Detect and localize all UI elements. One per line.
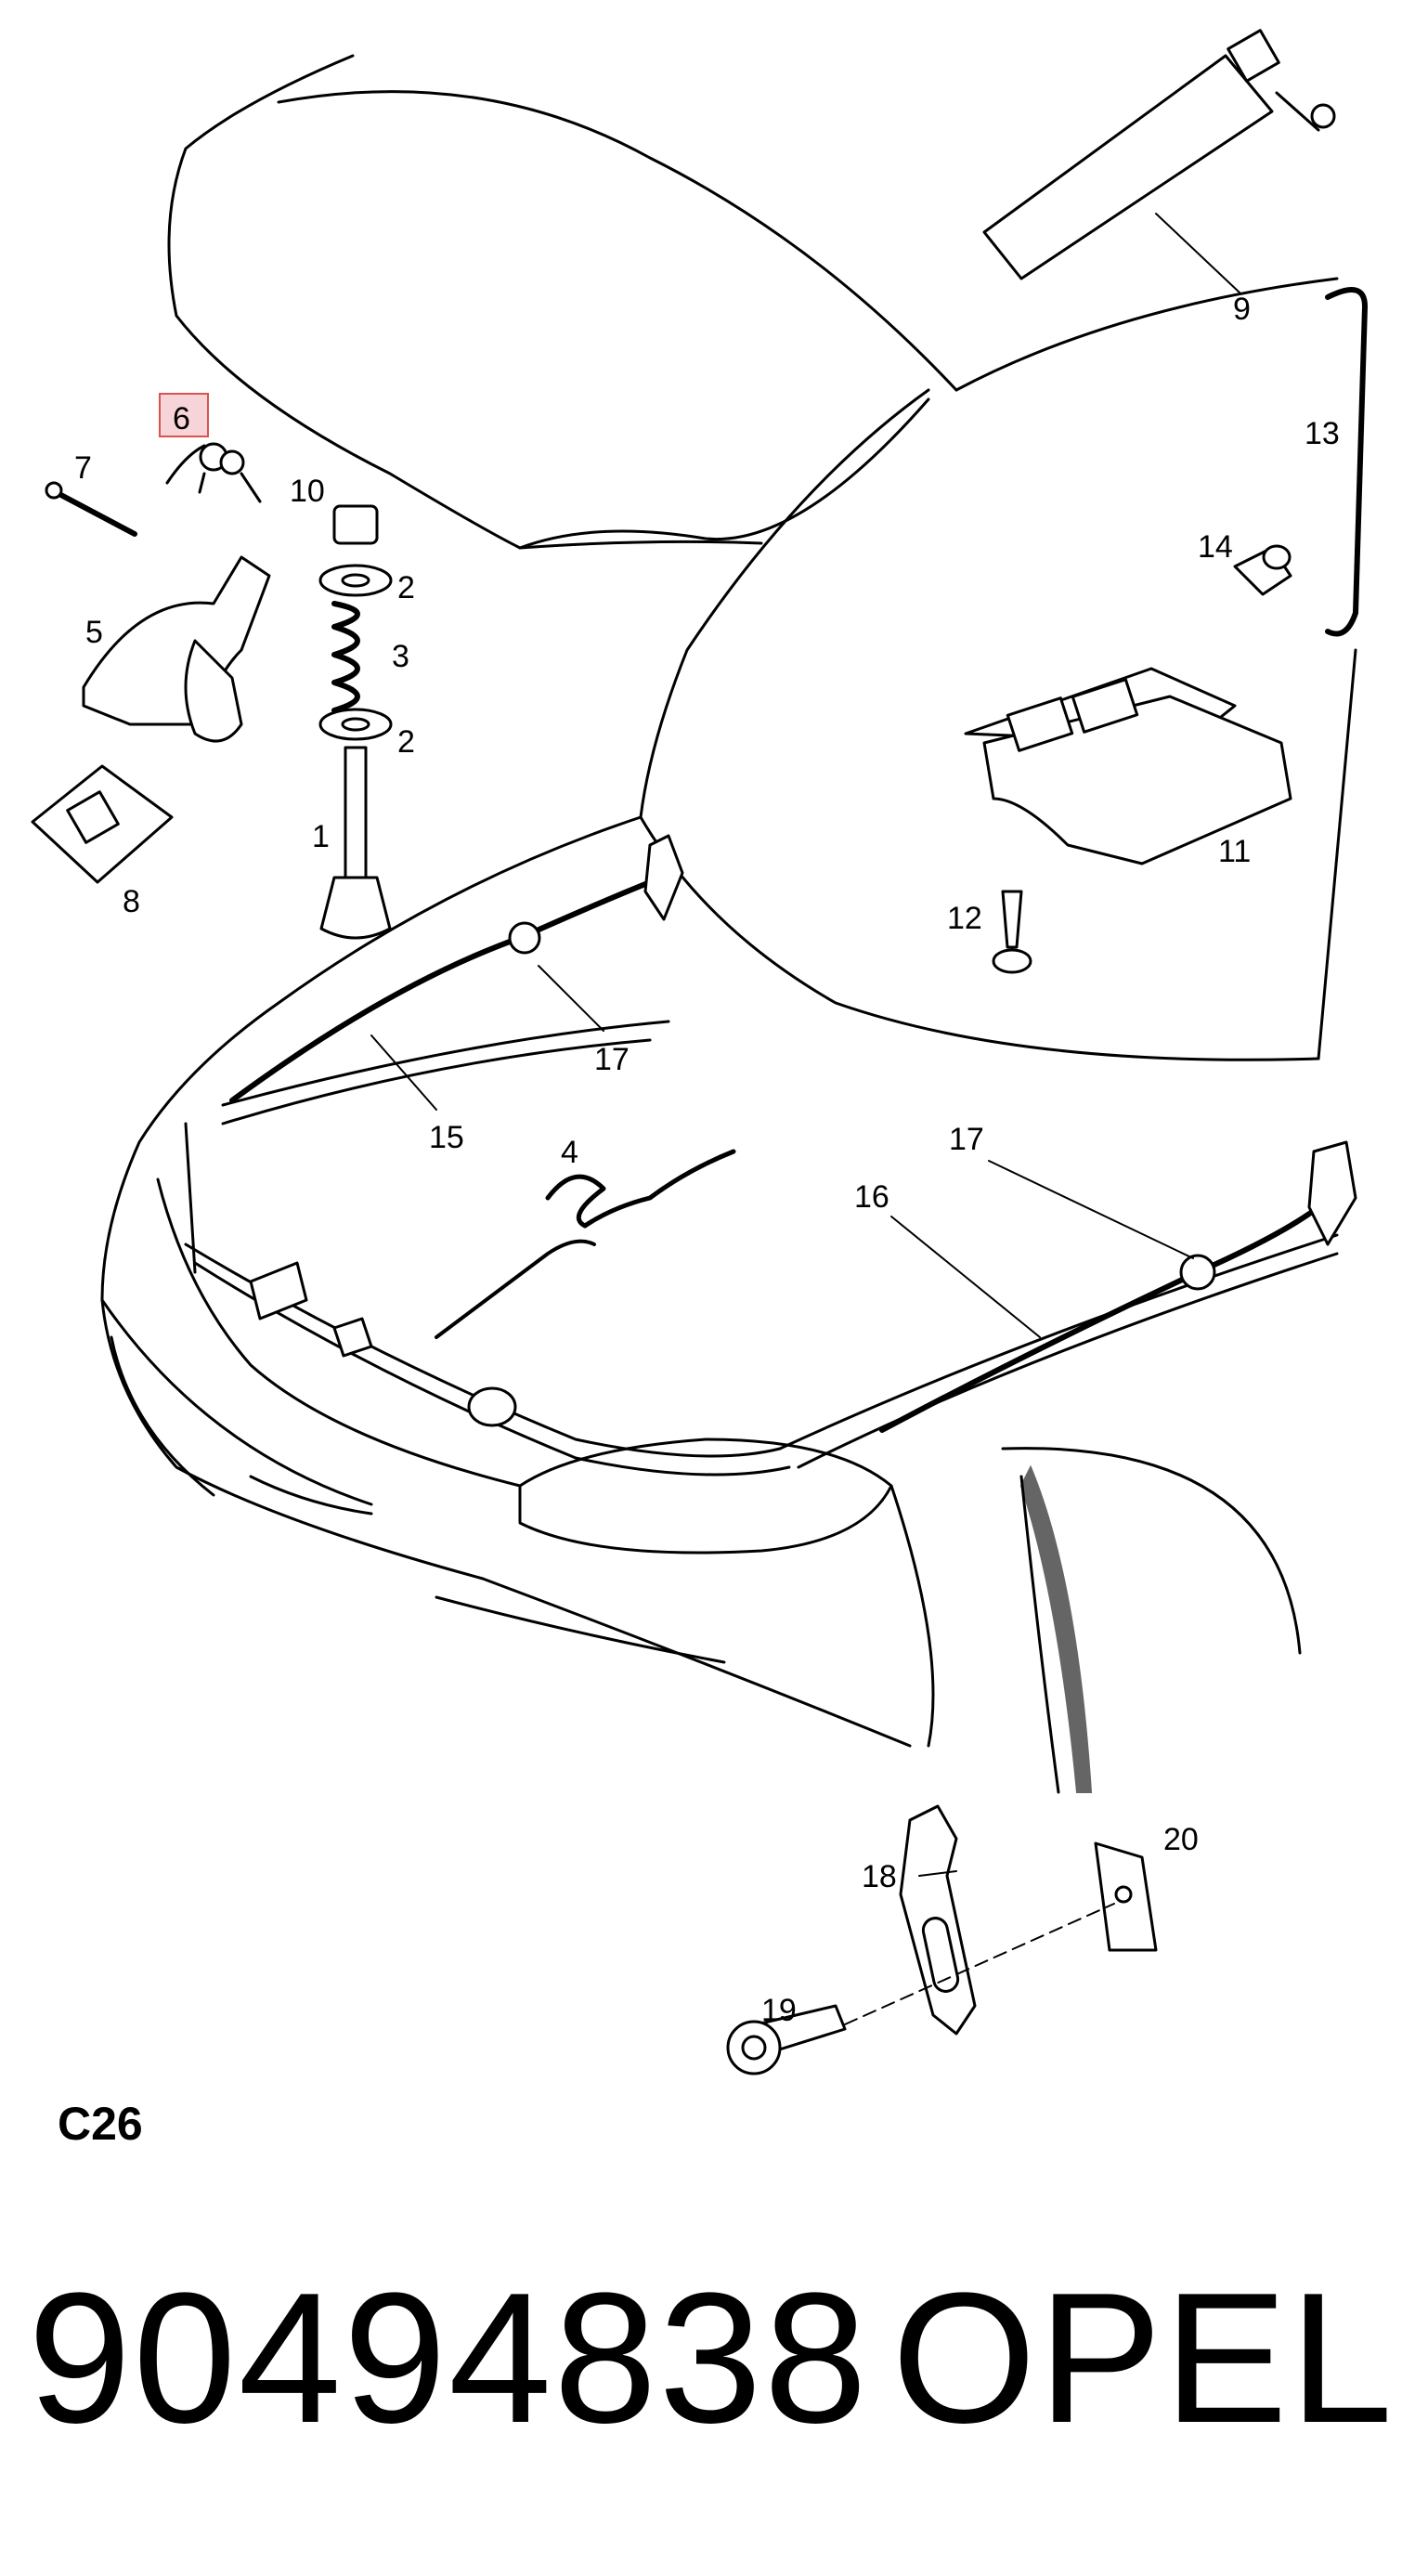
callout-16: 16 [854,1179,889,1215]
part-number: 90494838 [28,2255,869,2462]
callout-15: 15 [429,1120,464,1155]
screw-part [992,890,1032,974]
highlight-box [159,393,209,437]
brand-name: OPEL [891,2255,1395,2462]
grommet-part [1233,544,1292,596]
callout-10: 10 [290,474,325,509]
hood-bolt-assembly [318,504,393,940]
callout-5: 5 [85,615,103,650]
callout-13: 13 [1305,416,1340,451]
diagram-code: C26 [58,2098,143,2150]
callout-6: 6 [173,401,190,436]
leader-lines [370,213,1240,1877]
footer: 90494838 OPEL [0,2257,1415,2461]
callout-4: 4 [561,1135,578,1170]
callout-14: 14 [1198,529,1233,565]
callout-2-top: 2 [397,570,415,605]
latch-support-part [964,667,1292,865]
callout-11: 11 [1218,834,1251,869]
callout-2-bottom: 2 [397,724,415,760]
callout-8: 8 [123,884,140,919]
hood-lock-bracket-assembly [726,1804,1158,2075]
callout-19: 19 [761,1993,797,2028]
callout-7: 7 [74,450,92,486]
prop-rod-part [1325,287,1368,637]
car-front-body [100,815,1339,1794]
hood-spring-part [435,1149,736,1339]
hood-release-cable [229,834,1357,1433]
callout-17-upper: 17 [594,1042,630,1077]
hood-catch-part [82,555,271,743]
pin-part [45,481,137,537]
callout-20: 20 [1163,1822,1199,1857]
clip-nut-part [31,764,174,884]
spring-clip-part [165,442,262,503]
callout-18: 18 [862,1859,897,1894]
callout-9: 9 [1233,292,1251,327]
callout-12: 12 [947,901,982,936]
car-hood-raised [167,54,1357,1060]
callout-17-lower: 17 [949,1122,984,1157]
callout-3: 3 [392,639,409,674]
hood-strut-part [982,29,1336,280]
callout-1: 1 [312,819,330,854]
